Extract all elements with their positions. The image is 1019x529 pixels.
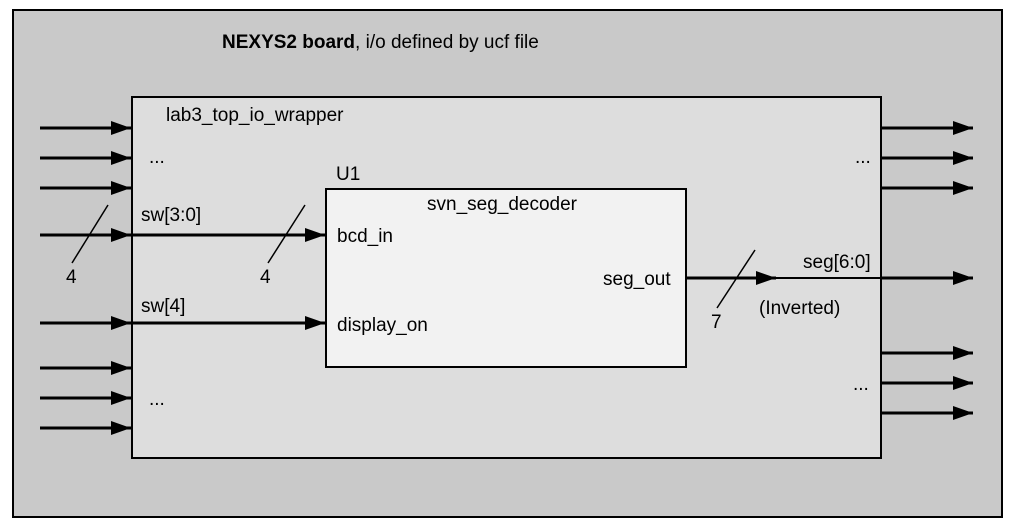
port-bcd-in: bcd_in xyxy=(337,226,393,247)
signal-sw4: sw[4] xyxy=(141,296,185,317)
decoder-instance-label: U1 xyxy=(336,164,360,185)
bus-slash-seg xyxy=(716,249,756,309)
ellipsis-right-top: ... xyxy=(855,147,871,168)
ellipsis-left-top: ... xyxy=(149,147,165,168)
signal-sw-bus: sw[3:0] xyxy=(141,205,201,226)
right-output-arrows xyxy=(881,121,973,420)
wrapper-name: lab3_top_io_wrapper xyxy=(166,105,344,126)
decoder-block xyxy=(325,188,687,368)
left-input-arrows xyxy=(40,121,131,435)
port-seg-out: seg_out xyxy=(603,269,671,290)
port-display-on: display_on xyxy=(337,315,428,336)
bus-slash-sw-left xyxy=(71,204,109,264)
bus-width-bcd: 4 xyxy=(260,267,271,288)
ellipsis-left-bottom: ... xyxy=(149,389,165,410)
bus-width-seg: 7 xyxy=(711,312,722,333)
ellipsis-right-bottom: ... xyxy=(853,374,869,395)
bus-slash-bcd xyxy=(267,204,306,264)
board-title-rest: , i/o defined by ucf file xyxy=(355,32,539,53)
signal-seg-bus: seg[6:0] xyxy=(803,252,871,273)
decoder-name: svn_seg_decoder xyxy=(427,194,578,215)
bus-width-sw: 4 xyxy=(66,267,77,288)
board-title: NEXYS2 board, i/o defined by ucf file xyxy=(222,32,539,53)
board-title-bold: NEXYS2 board xyxy=(222,32,355,53)
seg-inverted-note: (Inverted) xyxy=(759,298,840,319)
